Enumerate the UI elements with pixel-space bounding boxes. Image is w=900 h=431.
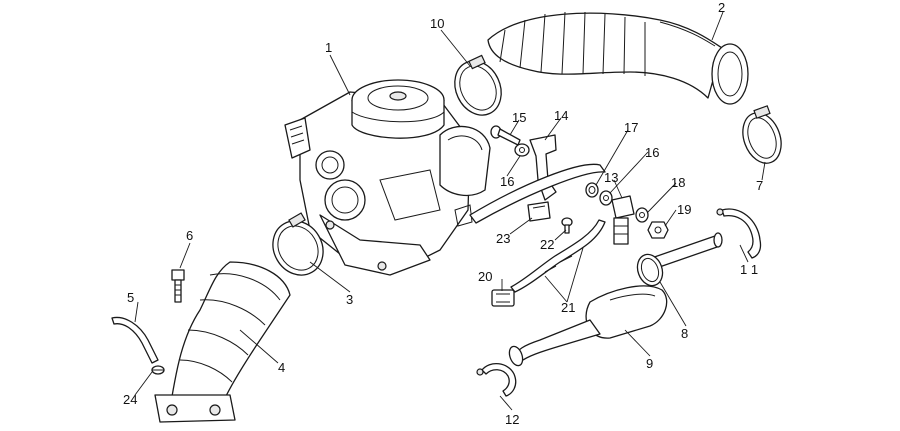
callout-13: 13: [604, 170, 618, 185]
sensor-13: [611, 195, 635, 245]
clip-23: [527, 201, 551, 222]
hose-clamp-12: [476, 363, 517, 397]
callout-5: 5: [127, 290, 134, 305]
carburettor: [284, 79, 491, 276]
callout-8: 8: [681, 326, 688, 341]
washer-18: [635, 207, 649, 223]
callout-9: 9: [646, 356, 653, 371]
hose-clamp-11: [716, 208, 762, 259]
nut-19: [647, 221, 669, 239]
callout-16-lower: 16: [500, 174, 514, 189]
screw-22: [561, 217, 573, 234]
callout-1: 1: [325, 40, 332, 55]
callout-17: 17: [624, 120, 638, 135]
callout-23: 23: [496, 231, 510, 246]
sensor-cable-21: [510, 219, 606, 293]
connector-20: [491, 289, 515, 307]
callout-11: 1 1: [740, 262, 758, 277]
washer-16-upper: [514, 143, 530, 157]
callout-7: 7: [756, 178, 763, 193]
bolt-6: [171, 269, 185, 303]
vacuum-hose: [469, 163, 606, 224]
callout-14: 14: [554, 108, 568, 123]
callout-24: 24: [123, 392, 137, 407]
hose-clip-24: [151, 365, 165, 375]
small-hose-5: [111, 316, 159, 364]
callout-18: 18: [671, 175, 685, 190]
callout-19: 19: [677, 202, 691, 217]
intake-manifold: [154, 261, 291, 423]
callout-4: 4: [278, 360, 285, 375]
hose-clamp-7: [742, 105, 782, 164]
callout-labels: 1 2 3 4 5 6 7 8 9 10 1 1 12 13 14 15 16 …: [123, 0, 763, 427]
callout-12: 12: [505, 412, 519, 427]
callout-15: 15: [512, 110, 526, 125]
air-intake-duct: [487, 11, 749, 105]
resonator-9: [508, 285, 668, 367]
callout-2: 2: [718, 0, 725, 15]
hose-clamp-10: [454, 54, 502, 116]
callout-21: 21: [561, 300, 575, 315]
callout-20: 20: [478, 269, 492, 284]
hose-clamp-3: [272, 212, 324, 276]
callout-3: 3: [346, 292, 353, 307]
washer-16-lower: [599, 190, 613, 206]
callout-16-upper: 16: [645, 145, 659, 160]
callout-10: 10: [430, 16, 444, 31]
pipe-8: [636, 232, 723, 287]
leader-lines: [134, 11, 766, 411]
screw-15: [490, 125, 521, 146]
callout-6: 6: [186, 228, 193, 243]
callout-22: 22: [540, 237, 554, 252]
fitting-17: [585, 182, 599, 198]
